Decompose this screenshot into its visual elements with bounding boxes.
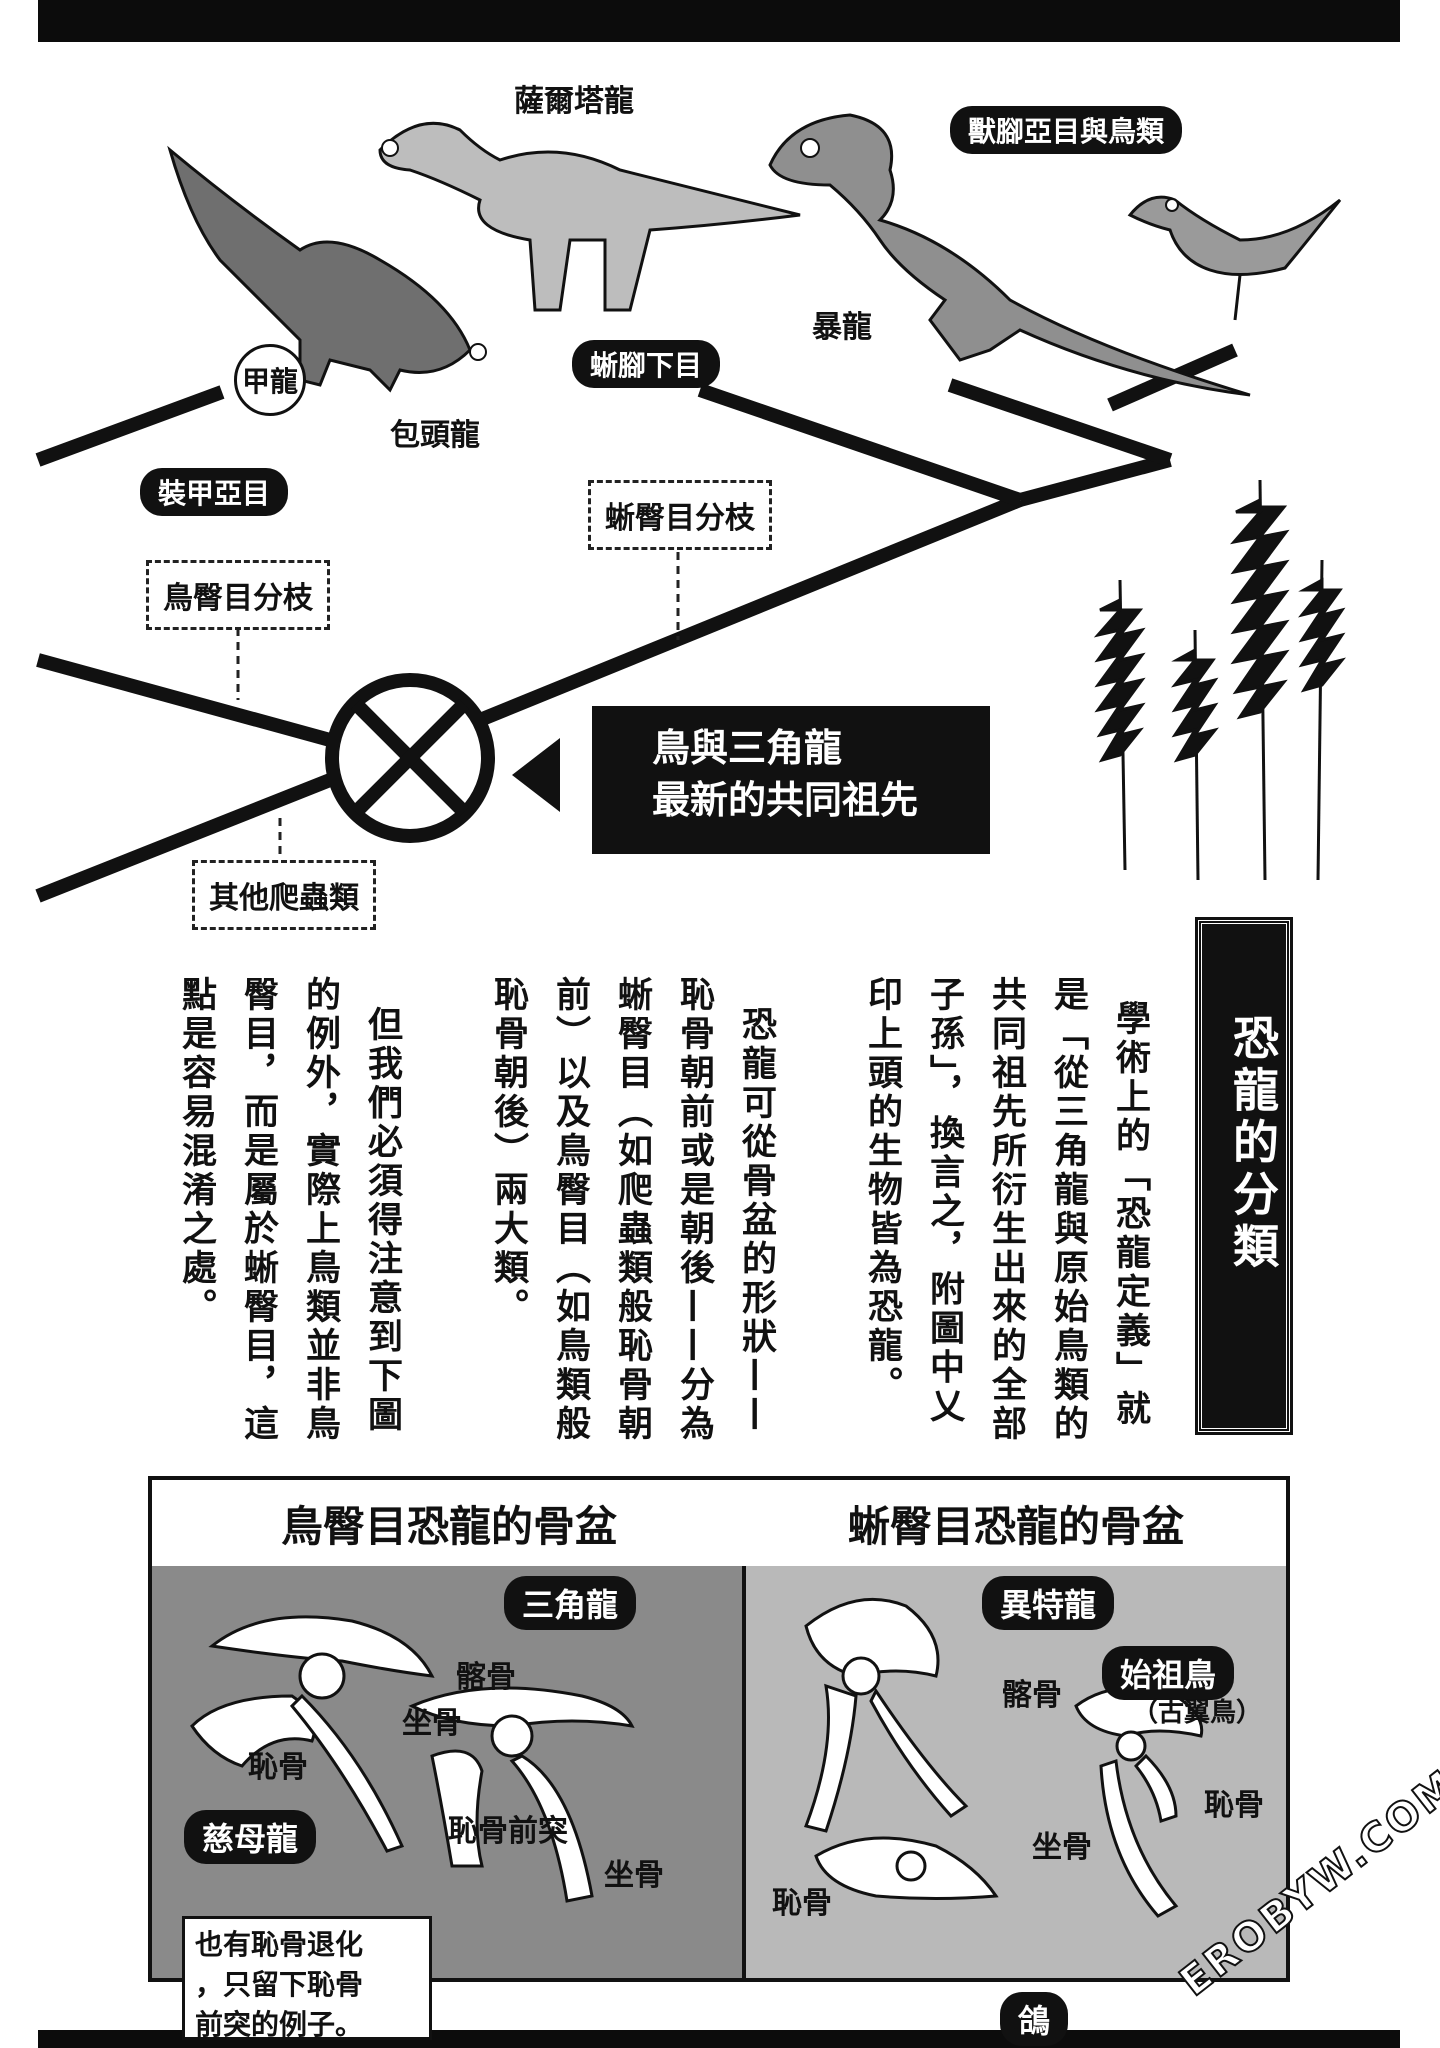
top-black-bar [38,0,1400,42]
ankylosaurus-badge: 甲龍 [234,344,306,416]
euoplocephalus-label: 包頭龍 [390,418,480,453]
ischium-label-left-2: 坐骨 [604,1858,664,1893]
pubis-label-left: 恥骨 [248,1750,308,1785]
reduced-pubis-note: 也有恥骨退化 ，只留下恥骨 前突的例子。 [182,1916,432,2041]
thyreophora-pill: 裝甲亞目 [140,468,289,516]
maiasaura-pill: 慈母龍 [184,1810,317,1864]
section-title: 恐龍的分類 [1226,1014,1280,1274]
saurischian-pelvis-title: 蜥臀目恐龍的骨盆 [746,1480,1286,1569]
allosaurus-pill: 異特龍 [982,1576,1115,1630]
saurischia-branch-label: 蜥臀目分枝 [588,480,772,550]
pigeon-pill: 鴿 [1000,1992,1069,2046]
ancestor-line-2: 最新的共同祖先 [652,778,919,822]
ornithischian-pelvis-title: 鳥臀目恐龍的骨盆 [152,1480,750,1569]
text-col-4: 子孫」，換言之，附圖中乂 [924,976,964,1427]
text-col-14: 點是容易混淆之處。 [176,976,216,1327]
other-reptiles-label: 其他爬蟲類 [192,860,376,930]
ischium-label-left: 坐骨 [402,1706,462,1741]
sauropod-pill: 蜥腳下目 [572,340,721,388]
saltasaurus-label: 薩爾塔龍 [514,84,634,119]
prepubis-label: 恥骨前突 [448,1814,568,1849]
ancestor-node-icon [325,673,495,843]
tyrannosaurus-label: 暴龍 [812,310,872,345]
text-col-3: 共同祖先所衍生出來的全部 [986,976,1026,1444]
bird-illustration [1127,195,1342,321]
text-col-10: 恥骨朝後）兩大類。 [488,976,528,1327]
ancestor-line-1: 鳥與三角龍 [652,726,843,770]
note-line-2: ，只留下恥骨 [195,1968,364,2001]
note-line-1: 也有恥骨退化 [195,1928,364,1961]
pelvis-comparison-panel: 鳥臀目恐龍的骨盆 蜥臀目恐龍的骨盆 [148,1476,1290,1982]
pubis-label-right: 恥骨 [1204,1788,1264,1823]
text-col-5: 印上頭的生物皆為恐龍。 [862,976,902,1405]
archaeopteryx-alt-name: （古翼鳥） [1132,1698,1263,1728]
triceratops-pill: 三角龍 [504,1576,637,1630]
text-col-11: 但我們必須得注意到下圖 [362,1006,402,1435]
tyrannosaurus-illustration [768,113,1251,397]
text-col-7: 恥骨朝前或是朝後——分為 [674,976,714,1444]
ornithischian-pelvis-illustration [190,1615,635,1903]
common-ancestor-callout: 鳥與三角龍 最新的共同祖先 [592,706,990,854]
text-col-2: 是「從三角龍與原始鳥類的 [1048,976,1088,1444]
text-col-9: 前）以及鳥臀目（如鳥類般 [550,976,590,1444]
theropod-bird-pill: 獸腳亞目與鳥類 [950,106,1183,154]
arrow-left-icon [512,738,560,812]
note-line-3: 前突的例子。 [195,2008,364,2041]
text-col-13: 臀目，而是屬於蜥臀目，這 [238,976,278,1444]
ilium-label-left: 髂骨 [456,1660,516,1695]
saltasaurus-illustration [378,121,801,312]
ilium-label-right: 髂骨 [1002,1678,1062,1713]
text-col-6: 恐龍可從骨盆的形狀—— [736,1006,776,1435]
pubis-label-right-2: 恥骨 [772,1886,832,1921]
ankylosaurus-illustration [167,145,487,393]
text-col-8: 蜥臀目（如爬蟲類般恥骨朝 [612,976,652,1444]
ornithischian-pelvis-area [152,1566,746,1978]
archaeopteryx-pill: 始祖鳥 [1102,1646,1235,1700]
ornithischia-branch-label: 鳥臀目分枝 [146,560,330,630]
ischium-label-right: 坐骨 [1032,1830,1092,1865]
fern-plants-illustration [1093,479,1346,881]
text-col-1: 學術上的「恐龍定義」就 [1110,1000,1150,1429]
section-title-box: 恐龍的分類 [1195,917,1293,1435]
text-col-12: 的例外，實際上鳥類並非鳥 [300,976,340,1444]
